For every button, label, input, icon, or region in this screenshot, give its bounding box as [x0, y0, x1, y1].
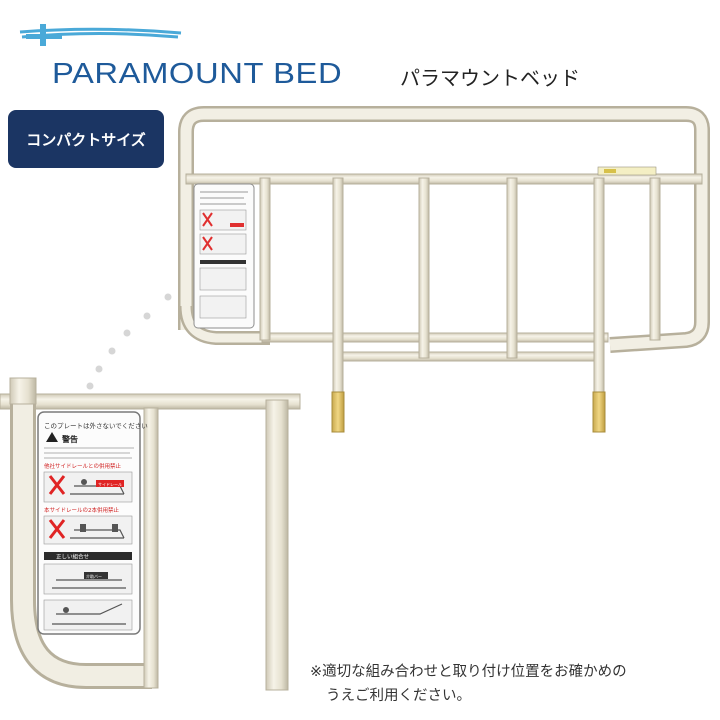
tag-rail: サイドレール [98, 482, 122, 487]
side-rail-detail: このプレートは外さないでください 警告 他社サイドレールとの併用禁止 サイドレー… [0, 377, 301, 691]
brand-name: PARAMOUNT BED [52, 58, 343, 90]
panel-title: 警告 [61, 434, 78, 444]
panel-warning-2: 本サイドレールの2本併用禁止 [44, 506, 120, 514]
panel-header: このプレートは外さないでください [44, 421, 148, 430]
side-rail-main [178, 106, 710, 433]
usage-note: ※適切な組み合わせと取り付け位置をお確かめの うえご利用ください。 [310, 660, 627, 708]
warning-cross-icon [46, 432, 58, 442]
panel-section: 正しい組合せ [56, 553, 90, 561]
paramount-logo-mark-icon [19, 24, 182, 46]
bed-illustration-icon [70, 479, 125, 495]
tag-assist: 介助バー [86, 573, 102, 579]
size-badge: コンパクトサイズ [8, 110, 164, 168]
usage-note-line-2: うえご利用ください。 [326, 688, 471, 704]
panel-warning-1: 他社サイドレールとの併用禁止 [44, 462, 121, 470]
usage-note-line-1: ※適切な組み合わせと取り付け位置をお確かめの [310, 664, 627, 680]
zoom-dots [86, 293, 172, 390]
brand-name-japanese: パラマウントベッド [400, 66, 580, 90]
